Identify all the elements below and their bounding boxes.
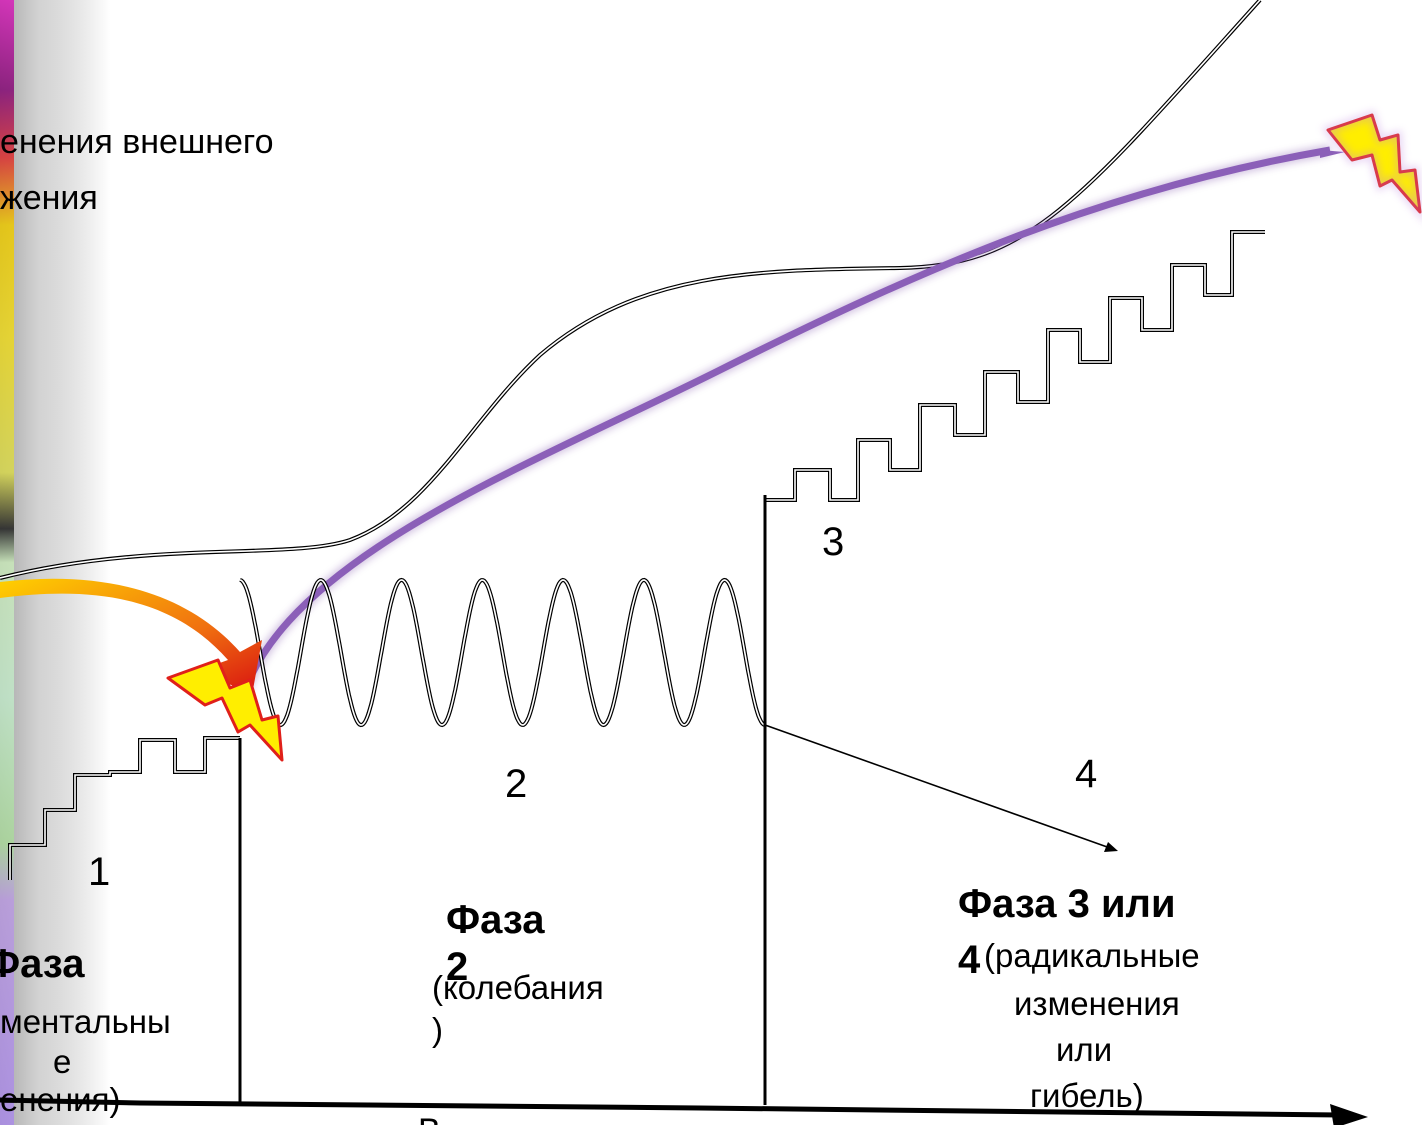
staircase-phase1 bbox=[8, 736, 240, 880]
purple-trend-curve bbox=[234, 144, 1345, 707]
phase2-subtitle: (колебания bbox=[432, 969, 604, 1006]
top-text-line1: енения внешнего bbox=[0, 123, 274, 161]
orange-curved-arrow bbox=[0, 578, 262, 695]
s-curve bbox=[0, 0, 1262, 580]
staircase-phase3 bbox=[765, 230, 1265, 502]
phase1-title: Фаза bbox=[0, 942, 85, 986]
phase1-line2: е bbox=[53, 1043, 72, 1080]
label-3: 3 bbox=[822, 520, 845, 564]
phase2-title: Фаза bbox=[446, 898, 545, 942]
lightning-bolt-right-icon bbox=[1321, 109, 1422, 221]
phase2-title-num: 2 bbox=[446, 945, 469, 989]
label-2: 2 bbox=[505, 762, 528, 806]
time-axis bbox=[0, 1097, 1368, 1125]
branch-arrow-4 bbox=[764, 724, 1118, 852]
phase34-title-num: 4 bbox=[958, 938, 981, 982]
phase1-line3: енения) bbox=[0, 1081, 121, 1118]
lightning-bolt-left-icon bbox=[166, 658, 284, 762]
phase34-sub-2: изменения bbox=[1014, 985, 1180, 1022]
phase34-sub-1: (радикальные bbox=[984, 937, 1200, 974]
label-4: 4 bbox=[1075, 752, 1098, 796]
top-text-line2: жения bbox=[0, 179, 98, 217]
phase34-sub-4: гибель) bbox=[1030, 1077, 1144, 1114]
axis-label-fragment: В bbox=[418, 1112, 441, 1125]
phase34-sub-3: или bbox=[1056, 1031, 1113, 1068]
phase-dividers bbox=[238, 495, 767, 1105]
phase2-subtitle-close: ) bbox=[432, 1011, 443, 1048]
oscillation-wave bbox=[239, 577, 766, 728]
phase34-title: Фаза 3 или bbox=[958, 882, 1176, 926]
label-1: 1 bbox=[88, 850, 111, 894]
phase1-line1: ментальны bbox=[0, 1003, 171, 1040]
